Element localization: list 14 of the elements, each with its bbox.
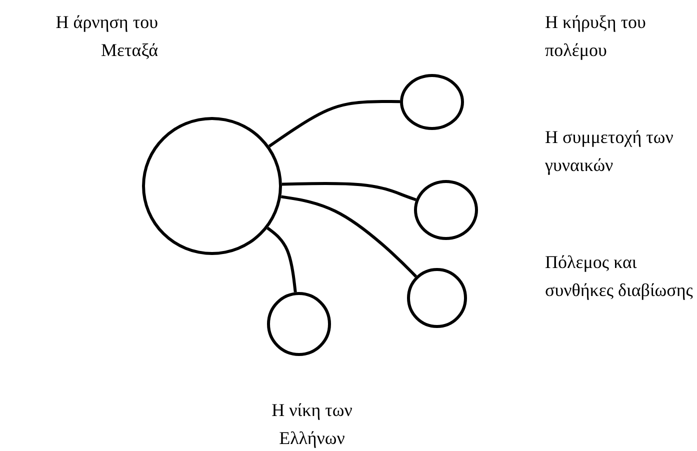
small-circle [414, 180, 478, 240]
topic-label: Η άρνηση του Μεταξά [54, 11, 158, 62]
connector-line [282, 182, 416, 202]
large-circle [142, 117, 282, 255]
topic-label: Η νίκη των Ελλήνων [270, 399, 354, 450]
small-circle [407, 268, 467, 328]
topic-label: Η συμμετοχή των γυναικών [545, 126, 674, 177]
topic-label: Πόλεμος και συνθήκες διαβίωσης [545, 251, 694, 302]
connector-line [268, 100, 400, 148]
small-circle [400, 74, 464, 130]
connector-line [280, 195, 418, 278]
small-circle [267, 292, 331, 356]
topic-label: Η κήρυξη του πολέμου [545, 11, 647, 62]
connector-line [266, 226, 297, 292]
